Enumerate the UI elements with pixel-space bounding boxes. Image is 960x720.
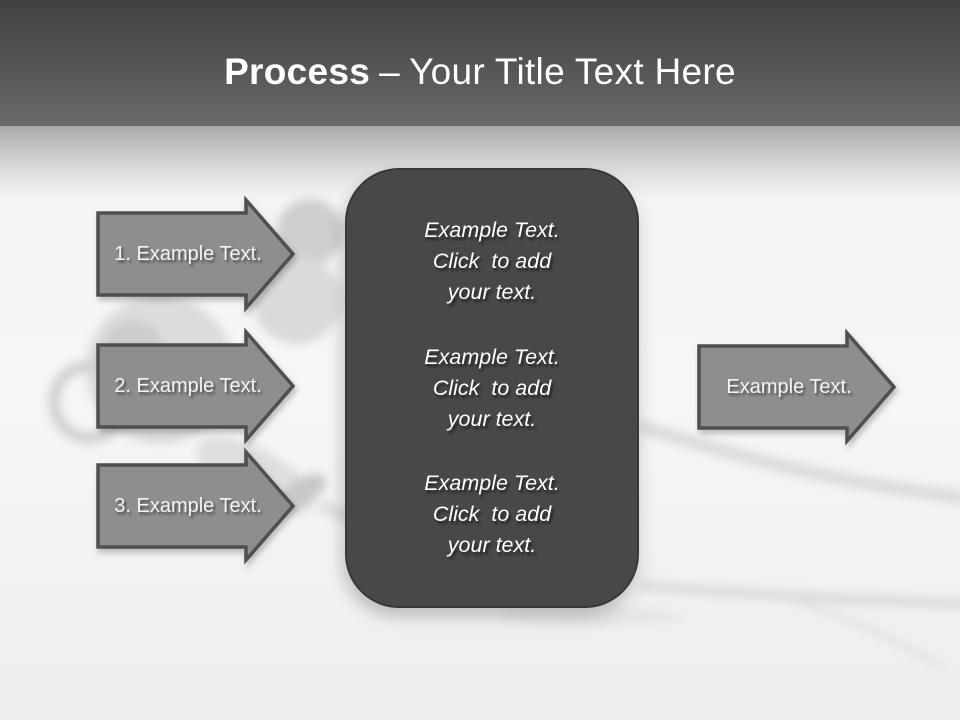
panel-text-line: your text. (447, 406, 537, 431)
title-secondary: Your Title Text Here (409, 51, 736, 92)
output-arrow-label: Example Text. (726, 375, 852, 398)
step-arrow-1[interactable]: 1. Example Text. (96, 195, 296, 313)
step-arrow-3[interactable]: 3. Example Text. (96, 447, 296, 565)
process-detail-panel[interactable]: Example Text. Click to add your text. Ex… (345, 168, 639, 608)
slide-title[interactable]: Process–Your Title Text Here (0, 50, 960, 94)
panel-text-block-2[interactable]: Example Text. Click to add your text. (363, 342, 621, 435)
output-arrow[interactable]: Example Text. (697, 328, 897, 446)
step-arrow-label: 3. Example Text. (114, 494, 262, 517)
header-band (0, 0, 960, 126)
panel-text-block-1[interactable]: Example Text. Click to add your text. (363, 215, 621, 308)
panel-text-line: Click to add (432, 501, 552, 526)
title-primary: Process (224, 51, 371, 92)
panel-text-line: Click to add (432, 249, 552, 274)
panel-text-line: your text. (447, 280, 537, 305)
panel-text-block-3[interactable]: Example Text. Click to add your text. (363, 468, 621, 561)
panel-text-line: Example Text. (424, 218, 560, 243)
step-arrow-label: 1. Example Text. (114, 242, 262, 265)
panel-text-line: your text. (447, 532, 537, 557)
panel-text-line: Example Text. (424, 470, 560, 495)
step-arrow-label: 2. Example Text. (114, 374, 262, 397)
panel-text-line: Click to add (432, 375, 552, 400)
step-arrow-2[interactable]: 2. Example Text. (96, 327, 296, 445)
title-dash: – (379, 51, 401, 92)
panel-text-line: Example Text. (424, 344, 560, 369)
